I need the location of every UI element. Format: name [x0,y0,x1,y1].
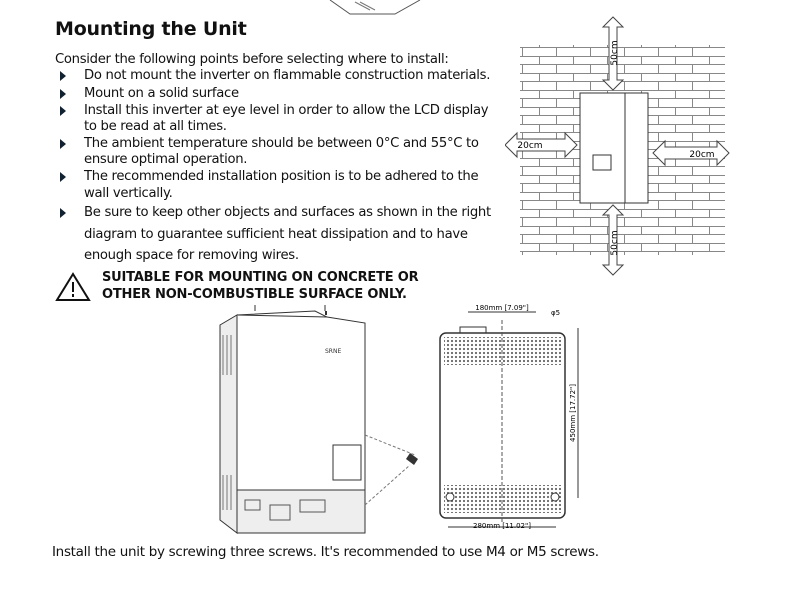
bullet-text: Do not mount the inverter on flammable c… [84,68,491,83]
hole-diameter-label: φ5 [551,309,560,317]
bullet-text: wall vertically. [84,186,173,201]
bullet-text: Be sure to keep other objects and surfac… [84,205,491,220]
bullet-text: to be read at all times. [84,119,227,134]
bullet-text: ensure optimal operation. [84,152,248,167]
bullet-icon [60,139,66,149]
bullet-icon [60,172,66,182]
bullet-text: Mount on a solid surface [84,86,239,101]
bullet-text: The ambient temperature should be betwee… [84,136,479,151]
intro-text: Consider the following points before sel… [55,52,449,67]
caption: Install the unit by screwing three screw… [52,544,599,560]
clearance-bottom-label: 50cm [610,230,620,255]
height-label: 450mm [17.72"] [569,384,577,442]
inverter-illustration: SRNE [219,305,418,535]
bullet-text: enough space for removing wires. [84,248,299,263]
warning-icon [55,272,91,301]
bullet-text: diagram to guarantee sufficient heat dis… [84,227,468,242]
bullet-icon [60,106,66,116]
bullet-icon [60,71,66,81]
bullet-text: Install this inverter at eye level in or… [84,103,489,118]
warning-text: OTHER NON-COMBUSTIBLE SURFACE ONLY. [102,287,407,302]
hole-spacing-label: 180mm [7.09"] [475,304,529,312]
partial-illustration [329,0,421,15]
dimension-drawing: 180mm [7.09"] φ5 450mm [17.72"] 280mm [1… [439,304,579,530]
clearance-top-label: 50cm [610,40,620,65]
clearance-right-label: 20cm [689,150,714,160]
bullet-text: The recommended installation position is… [84,169,479,184]
page-title: Mounting the Unit [55,18,247,40]
clearance-left-label: 20cm [517,141,542,151]
width-label: 280mm [11.02"] [473,522,531,530]
bullet-icon [60,89,66,99]
svg-text:SRNE: SRNE [325,348,341,355]
warning-text: SUITABLE FOR MOUNTING ON CONCRETE OR [102,270,419,285]
clearance-diagram: 50cm 50cm 20cm 20cm [505,16,730,276]
bullet-icon [60,208,66,218]
